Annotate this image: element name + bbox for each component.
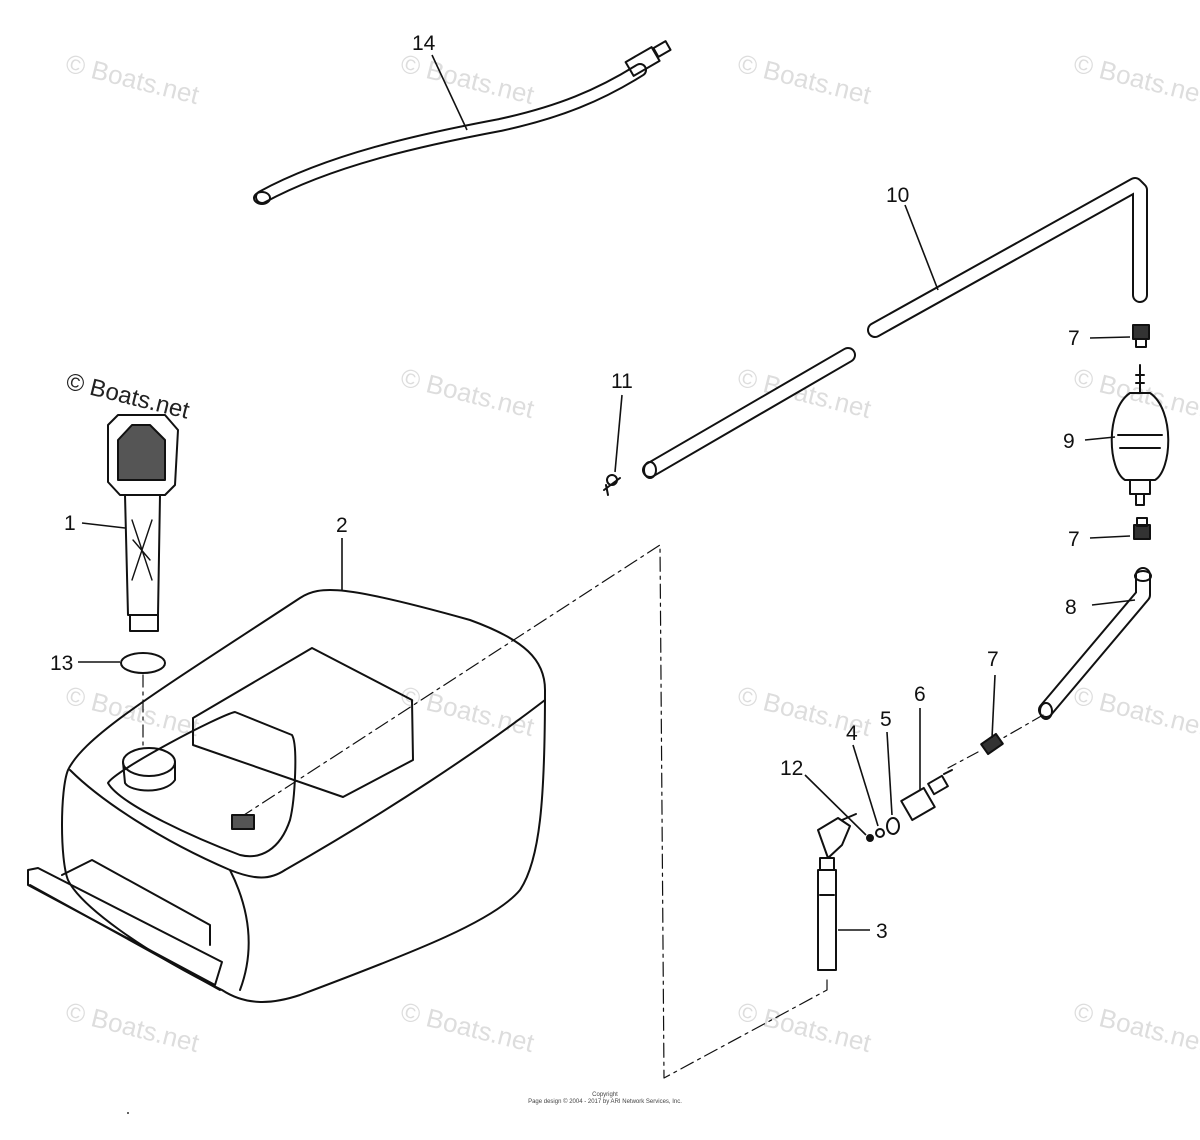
callout-2: 2 bbox=[336, 514, 348, 537]
stray-dot bbox=[127, 1112, 129, 1114]
part-5-seal[interactable] bbox=[886, 817, 900, 835]
dash-line bbox=[1002, 714, 1044, 739]
callout-7: 7 bbox=[1068, 528, 1080, 551]
copyright-line-1: Copyright bbox=[592, 1092, 618, 1098]
callout-12: 12 bbox=[780, 757, 803, 780]
part-14-fuel-hose[interactable] bbox=[253, 40, 672, 205]
dash-line bbox=[243, 544, 828, 1079]
callout-4: 4 bbox=[846, 722, 858, 745]
part-7-fitting-top[interactable] bbox=[1132, 324, 1150, 348]
callout-1: 1 bbox=[64, 512, 76, 535]
callout-14: 14 bbox=[412, 32, 436, 55]
callout-7: 7 bbox=[987, 648, 999, 671]
callout-11: 11 bbox=[611, 370, 633, 393]
dash-line bbox=[947, 751, 979, 769]
part-10-hose[interactable] bbox=[642, 177, 1148, 479]
part-4-washer[interactable] bbox=[875, 828, 885, 838]
callout-8: 8 bbox=[1065, 596, 1077, 619]
callout-13: 13 bbox=[50, 652, 73, 675]
part-1-cap-gauge[interactable] bbox=[107, 414, 179, 632]
callout-9: 9 bbox=[1063, 430, 1075, 453]
callout-7: 7 bbox=[1068, 327, 1080, 350]
callout-6: 6 bbox=[914, 683, 926, 706]
callout-5: 5 bbox=[880, 708, 892, 731]
part-11-clamp[interactable] bbox=[603, 474, 621, 496]
part-2-fuel-tank[interactable] bbox=[27, 589, 546, 1003]
callout-3: 3 bbox=[876, 920, 888, 943]
part-12-ball[interactable] bbox=[866, 834, 874, 842]
part-6-connector[interactable] bbox=[900, 769, 953, 822]
copyright-line-2: Page design © 2004 - 2017 by ARI Network… bbox=[528, 1099, 682, 1105]
part-7-fitting-mid[interactable] bbox=[1133, 517, 1151, 540]
copyright-footer: Copyright Page design © 2004 - 2017 by A… bbox=[460, 1092, 750, 1106]
callout-10: 10 bbox=[886, 184, 909, 207]
part-8-hose[interactable] bbox=[1038, 567, 1152, 720]
part-9-primer-bulb[interactable] bbox=[1110, 364, 1170, 506]
part-7-fitting-low[interactable] bbox=[980, 732, 1004, 756]
part-3-pickup-tube[interactable] bbox=[817, 813, 857, 971]
part-13-o-ring[interactable] bbox=[120, 652, 166, 674]
